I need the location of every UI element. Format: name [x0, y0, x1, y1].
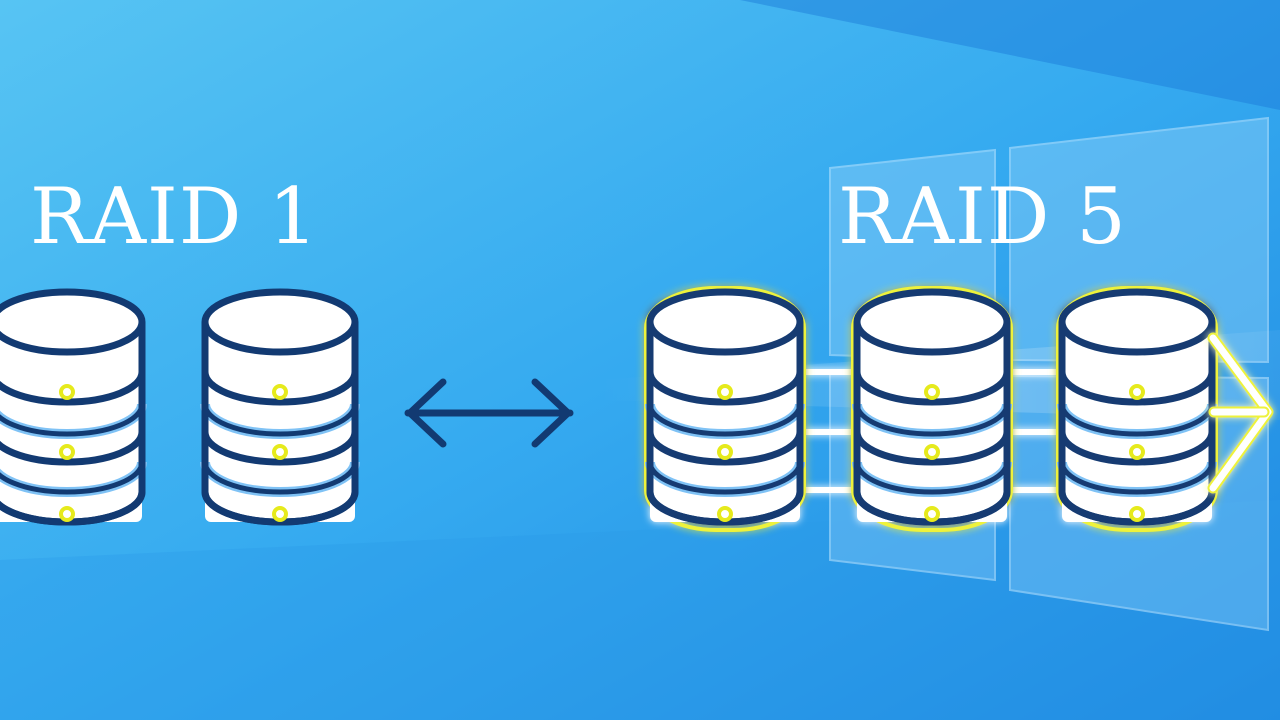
raid5-title: RAID 5 [838, 172, 1127, 262]
raid1-disk-2 [205, 292, 355, 522]
raid5-disk-3 [1056, 286, 1218, 532]
raid1-title: RAID 1 [30, 172, 319, 262]
arrow-right-icon [1207, 332, 1274, 494]
raid1-disk-1 [0, 292, 142, 522]
raid5-disk-2 [851, 286, 1013, 532]
raid5-connectors [802, 369, 1061, 493]
raid5-disk-1 [644, 286, 806, 532]
double-arrow-icon [404, 378, 574, 448]
